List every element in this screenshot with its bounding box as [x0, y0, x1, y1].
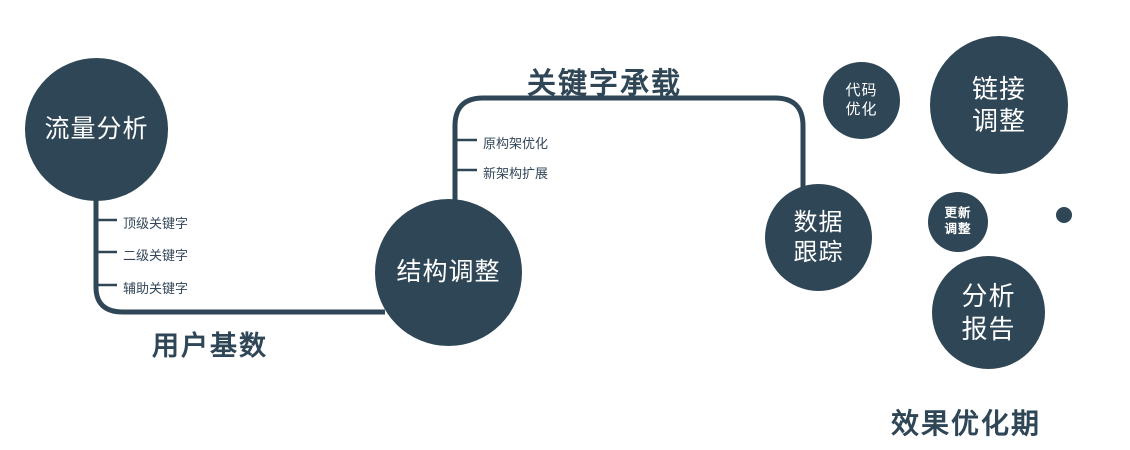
branch-label-auxiliary-keyword: 辅助关键字	[123, 281, 189, 296]
branch-label-top-keyword: 顶级关键字	[123, 216, 189, 231]
edge-label-keyword-load: 关键字承载	[527, 68, 683, 100]
code-optimization-label-line1: 代码	[845, 81, 878, 99]
branch-label-original-architecture: 原构架优化	[483, 136, 549, 151]
code-optimization-node: 代码 优化	[823, 62, 900, 139]
structure-adjust-label: 结构调整	[396, 257, 501, 286]
link-adjust-node: 链接 调整	[930, 36, 1068, 174]
bullet-dot	[1056, 207, 1072, 223]
connector-traffic-to-structure	[93, 190, 385, 315]
data-tracking-label-line2: 跟踪	[793, 238, 844, 266]
branch-label-new-architecture: 新架构扩展	[483, 166, 549, 181]
traffic-analysis-node: 流量分析	[25, 58, 168, 201]
structure-adjust-node: 结构调整	[375, 199, 522, 346]
update-adjust-label-line2: 调整	[944, 222, 972, 236]
update-adjust-label-line1: 更新	[944, 206, 972, 221]
analysis-report-node: 分析 报告	[932, 256, 1045, 369]
data-tracking-label-line1: 数据	[793, 208, 844, 236]
analysis-report-label-line1: 分析	[961, 281, 1016, 311]
code-optimization-label-line2: 优化	[845, 100, 878, 118]
connector-structure-to-tracking	[452, 95, 806, 210]
update-adjust-node: 更新 调整	[928, 192, 988, 252]
traffic-analysis-label: 流量分析	[44, 114, 149, 143]
edge-label-user-base: 用户基数	[152, 331, 268, 361]
branch-label-secondary-keyword: 二级关键字	[123, 248, 189, 263]
link-adjust-label-line1: 链接	[971, 73, 1026, 104]
data-tracking-node: 数据 跟踪	[765, 184, 872, 291]
link-adjust-label-line2: 调整	[971, 106, 1026, 136]
analysis-report-label-line2: 报告	[961, 313, 1016, 344]
stage-label-effect-optimization: 效果优化期	[891, 408, 1042, 439]
